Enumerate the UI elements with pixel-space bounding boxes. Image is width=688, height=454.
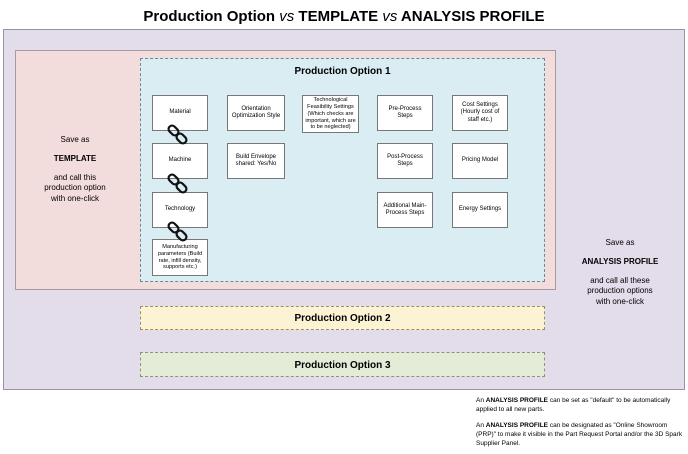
machine-card[interactable]: Machine — [152, 143, 208, 179]
material-card[interactable]: Material — [152, 95, 208, 131]
orientation-card[interactable]: Orientation Optimization Style — [227, 95, 285, 131]
chain-link-icon — [167, 124, 188, 145]
feasibility-settings-card[interactable]: Technological Feasibility Settings (Whic… — [302, 95, 359, 133]
pre-process-card[interactable]: Pre-Process Steps — [377, 95, 433, 131]
cost-settings-card[interactable]: Cost Settings (Hourly cost of staff etc.… — [452, 95, 508, 131]
page-title: Production Option vs TEMPLATE vs ANALYSI… — [143, 8, 545, 25]
build-envelope-card[interactable]: Build Envelope shared: Yes/No — [227, 143, 285, 179]
analysis-profile-description: Save as ANALYSIS PROFILE and call all th… — [581, 238, 659, 307]
chain-link-icon — [167, 173, 188, 194]
note-online-showroom: An ANALYSIS PROFILE can be designated as… — [476, 422, 683, 448]
production-option-2[interactable]: Production Option 2 — [140, 306, 545, 330]
template-description: Save as TEMPLATE and call this productio… — [44, 135, 106, 204]
note-default-profile: An ANALYSIS PROFILE can be set as "defau… — [476, 397, 671, 414]
post-process-card[interactable]: Post-Process Steps — [377, 143, 433, 179]
chain-link-icon — [167, 221, 188, 242]
manufacturing-parameters-card[interactable]: Manufacturing parameters (Build rate, in… — [152, 239, 208, 276]
additional-main-process-card[interactable]: Additional Main-Process Steps — [377, 192, 433, 228]
technology-card[interactable]: Technology — [152, 192, 208, 228]
production-option-2-label: Production Option 2 — [294, 313, 391, 324]
production-option-3[interactable]: Production Option 3 — [140, 352, 545, 377]
production-option-3-label: Production Option 3 — [294, 360, 391, 371]
pricing-model-card[interactable]: Pricing Model — [452, 143, 508, 179]
energy-settings-card[interactable]: Energy Settings — [452, 192, 508, 228]
production-option-1-label: Production Option 1 — [294, 66, 391, 77]
